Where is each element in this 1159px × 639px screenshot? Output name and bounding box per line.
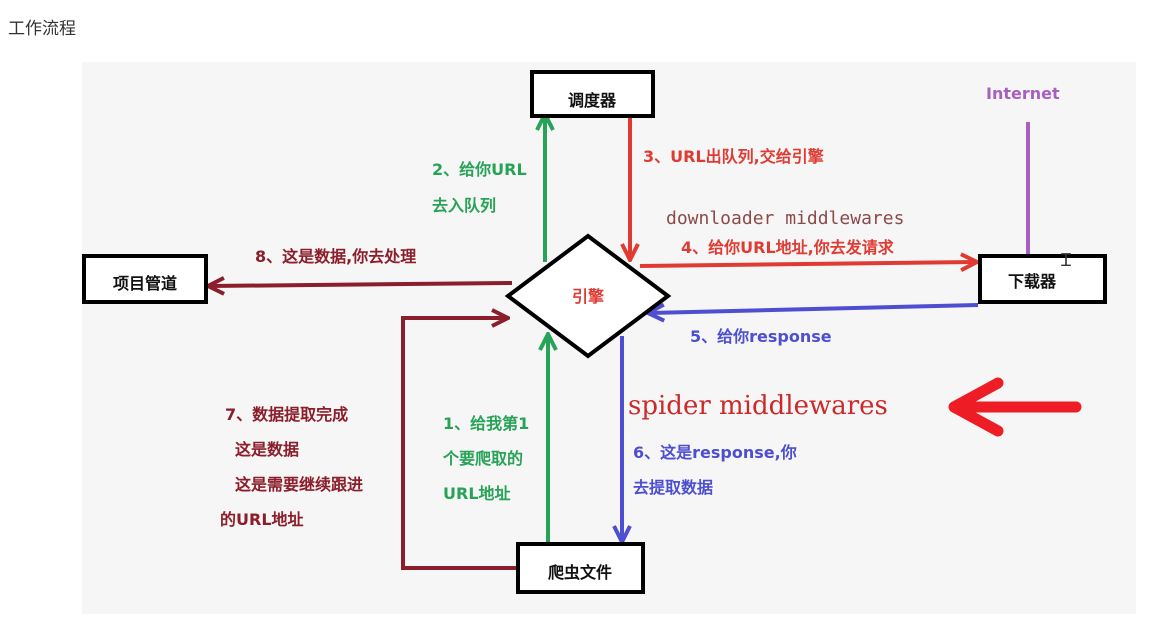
step-7-label: 7、数据提取完成 这是数据 这是需要继续跟进 的URL地址 (220, 405, 369, 529)
arrow-4 (639, 262, 975, 266)
internet-label: Internet (986, 84, 1060, 103)
step-4-label: 4、给你URL地址,你去发请求 (681, 238, 895, 257)
spider-label: 爬虫文件 (547, 563, 612, 582)
arrow-7 (401, 318, 518, 570)
step-6-label: 6、这是response,你 去提取数据 (633, 443, 802, 497)
pipeline-label: 项目管道 (113, 274, 177, 293)
scheduler-label: 调度器 (568, 91, 617, 110)
downloader-label: 下载器 (1008, 272, 1057, 291)
page-heading: 工作流程 (8, 19, 76, 39)
engine-node: 引擎 (504, 233, 672, 359)
step-1-label: 1、给我第1 个要爬取的 URL地址 (442, 414, 535, 503)
pipeline-node: 项目管道 (82, 254, 208, 304)
downloader-node: 下载器 (978, 254, 1107, 304)
arrow-5 (650, 305, 979, 313)
spider-middlewares-label: spider middlewares (628, 391, 888, 421)
arrow-8 (210, 283, 513, 286)
downloader-middlewares-label: downloader middlewares (666, 208, 904, 229)
step-3-label: 3、URL出队列,交给引擎 (643, 147, 825, 166)
engine-label: 引擎 (572, 287, 605, 306)
scheduler-node: 调度器 (530, 70, 655, 118)
pointer-arrow (948, 377, 1082, 437)
step-5-label: 5、给你response (690, 327, 832, 346)
spider-node: 爬虫文件 (516, 542, 645, 594)
step-8-label: 8、这是数据,你去处理 (255, 247, 416, 266)
text-cursor-icon: Ɪ (1061, 250, 1071, 271)
step-2-label: 2、给你URL 去入队列 (432, 160, 532, 215)
